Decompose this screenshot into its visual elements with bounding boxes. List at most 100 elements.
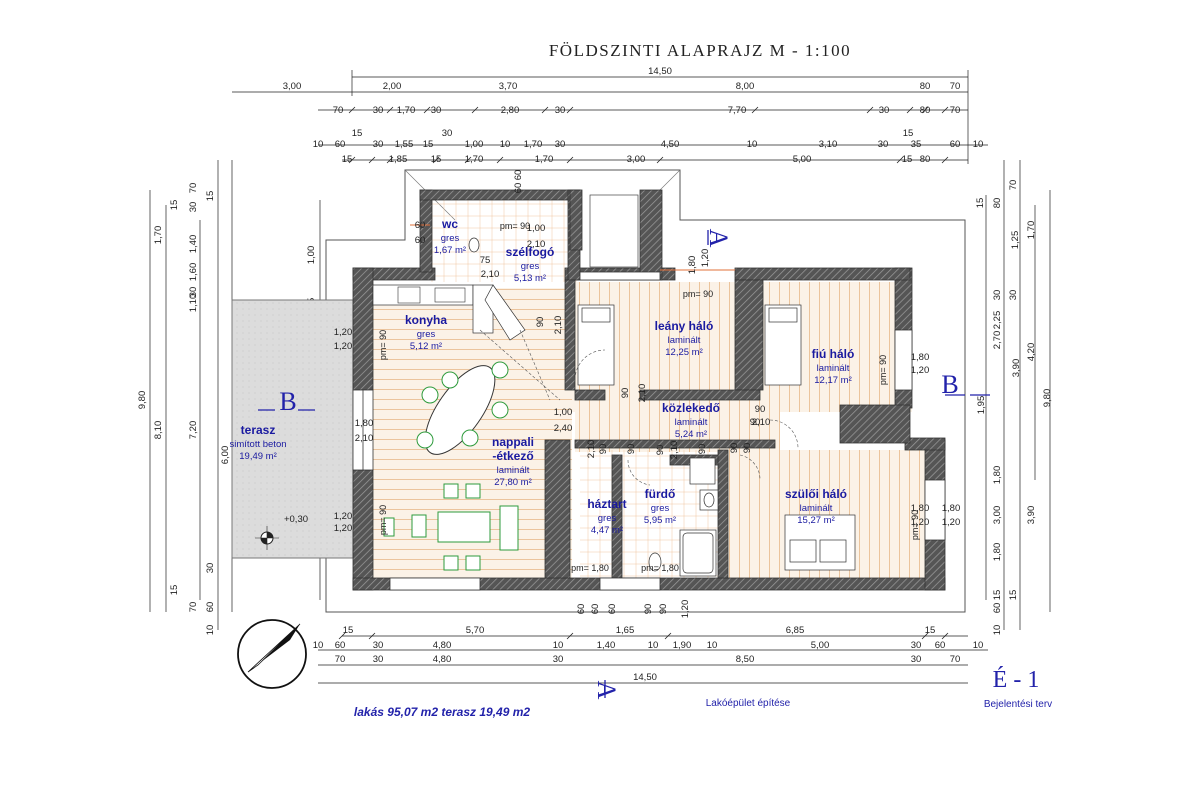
bot-r3-1: 30: [373, 654, 384, 665]
size-label-2: 1,00: [527, 223, 546, 234]
room-name-1: szélfogó: [506, 245, 555, 259]
dining-furniture: [383, 361, 519, 571]
room-name-10: terasz: [241, 423, 276, 437]
size-label-41: 90: [750, 417, 761, 428]
top-dimension-lines: [232, 70, 988, 164]
dim-tick: [941, 632, 949, 640]
pm-label-7: pm= 1,80: [641, 563, 679, 573]
bot-r2-10: 30: [911, 640, 922, 651]
top-r3-7: 1,70: [524, 139, 543, 150]
top-r2-9: 70: [950, 105, 961, 116]
bot-r1-0: 15: [343, 625, 354, 636]
dim-tick: [348, 156, 356, 164]
bot-r3-5: 30: [911, 654, 922, 665]
size-label-20: 90: [535, 317, 546, 328]
size-label-3: 2,10: [527, 239, 546, 250]
bot-r2-7: 1,90: [673, 640, 692, 651]
pm-label-3: pm= 90: [878, 355, 888, 385]
bot-r1-2: 1,65: [616, 625, 635, 636]
bot-r1-1: 5,70: [466, 625, 485, 636]
room-floor-5: laminált: [675, 417, 708, 428]
bot-r2-9: 5,00: [811, 640, 830, 651]
size-label-35: 60: [513, 170, 524, 181]
bot-r3-6: 70: [950, 654, 961, 665]
room-name-2: konyha: [405, 313, 447, 327]
dim-tick: [656, 156, 664, 164]
bathroom-fixtures: [468, 237, 719, 577]
dim-tick: [906, 106, 914, 114]
windows: [352, 271, 946, 591]
room-name-5: közlekedő: [662, 401, 720, 415]
top-r4-8: 80: [920, 154, 931, 165]
dim-tick: [386, 106, 394, 114]
bot-r3-2: 4,80: [433, 654, 452, 665]
pm-label-5: pm= 90: [910, 510, 920, 540]
right-misc-4: 30: [1008, 290, 1019, 301]
size-label-42: 90: [755, 404, 766, 415]
dim-tick: [423, 106, 431, 114]
room-name-8: fürdő: [645, 487, 676, 501]
top-r3-1: 60: [335, 139, 346, 150]
right-misc-3: 30: [992, 290, 1003, 301]
room-floor-4: laminált: [817, 363, 850, 374]
terrace-slab: [231, 299, 354, 559]
size-label-39: 90: [729, 443, 740, 454]
left-mid-dim: 8,10: [153, 421, 164, 440]
room-name-0: wc: [441, 217, 458, 231]
left-group-0: 1,70: [153, 226, 164, 245]
kitchen-furniture: [372, 284, 526, 341]
north-arrow-icon: [237, 619, 307, 689]
bottom-dimension-lines: [318, 635, 988, 684]
top-r2-2: 1,70: [397, 105, 416, 116]
right-outer-dim: 9,80: [1042, 389, 1053, 408]
top-r1-4: 80: [920, 81, 931, 92]
size-label-34: 60: [513, 183, 524, 194]
room-area-1: 5,13 m²: [514, 273, 546, 284]
top-r3-8: 30: [555, 139, 566, 150]
dim-tick: [432, 156, 440, 164]
size-label-46: +0,30: [284, 514, 308, 525]
dim-tick: [368, 632, 376, 640]
dim-tick: [496, 156, 504, 164]
pm-label-6: pm= 1,80: [571, 563, 609, 573]
bottom-overall-dim: 14,50: [633, 672, 657, 683]
right-group-6: 3,00: [992, 506, 1003, 525]
bot-r2-12: 10: [973, 640, 984, 651]
area-summary: lakás 95,07 m2 terasz 19,49 m2: [354, 705, 530, 719]
size-label-30: 60: [576, 604, 587, 615]
top-r4-0: 15: [342, 154, 353, 165]
top-r3-4: 15: [423, 139, 434, 150]
room-area-0: 1,67 m²: [434, 245, 466, 256]
section-b-left: B: [279, 387, 296, 416]
bot-r3-3: 30: [553, 654, 564, 665]
room-area-5: 5,24 m²: [675, 429, 707, 440]
size-label-36: 1,80: [687, 256, 698, 275]
size-label-9: 1,20: [334, 523, 353, 534]
beds: [577, 304, 856, 571]
room-floor-0: gres: [441, 233, 460, 244]
size-label-0: 60: [415, 220, 426, 231]
top-r4-4: 1,70: [535, 154, 554, 165]
size-label-33: 90: [658, 604, 669, 615]
pm-label-2: pm= 90: [378, 330, 388, 360]
right-group-3: 2,70: [992, 331, 1003, 350]
size-label-25: 2,10: [586, 440, 597, 459]
top-r1-3: 8,00: [736, 81, 755, 92]
right-group-7: 1,80: [992, 543, 1003, 562]
room-floor-2: gres: [417, 329, 436, 340]
top-r3-10: 10: [747, 139, 758, 150]
top-r3-12: 30: [878, 139, 889, 150]
size-label-29: 2,10: [752, 417, 771, 428]
room-floor-1: gres: [521, 261, 540, 272]
size-label-14: 1,80: [911, 352, 930, 363]
room-area-4: 12,17 m²: [814, 375, 852, 386]
left-misc-4: 30: [188, 287, 199, 298]
room-area-6: 27,80 m²: [494, 477, 532, 488]
size-label-38: 90: [626, 444, 637, 455]
top-r2-4: 2,80: [501, 105, 520, 116]
